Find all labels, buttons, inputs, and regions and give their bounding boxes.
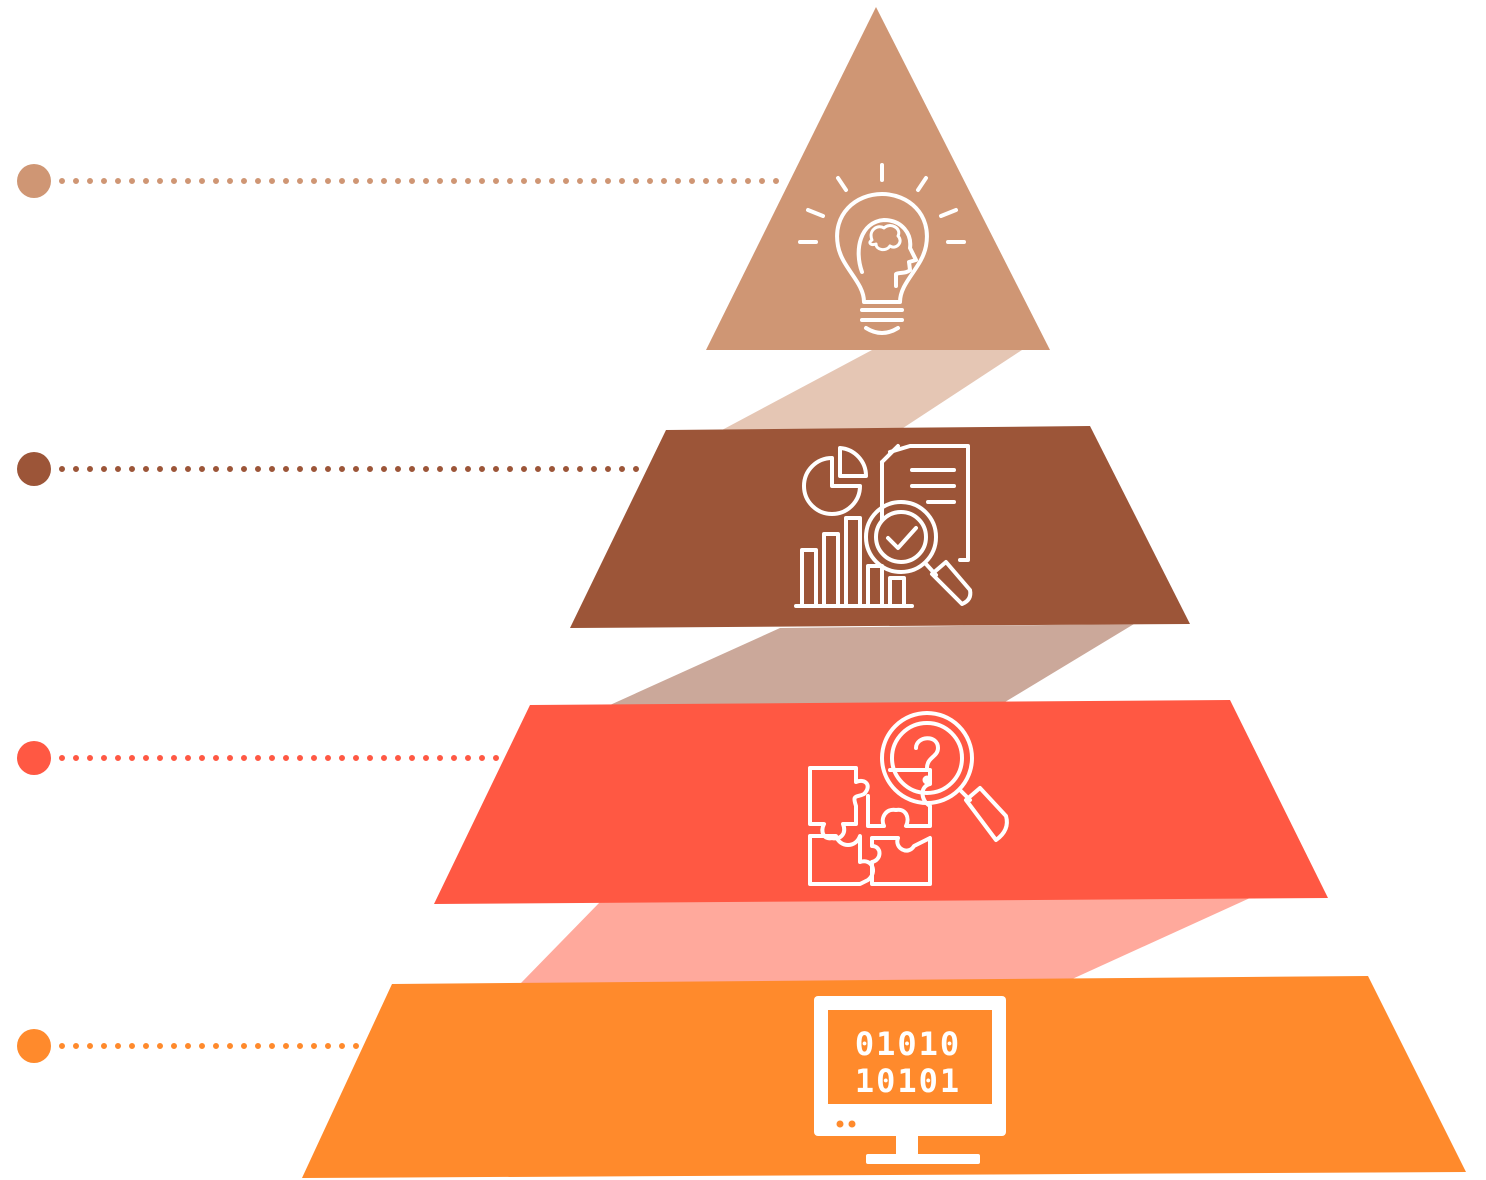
connector-2-3 bbox=[610, 624, 1134, 705]
connector-3-4 bbox=[520, 898, 1250, 984]
binary-monitor-icon: 01010 10101 bbox=[814, 996, 1006, 1164]
marker-dot-3 bbox=[17, 741, 51, 775]
lightbulb-brain-icon bbox=[798, 163, 966, 335]
puzzle-search-question-icon bbox=[808, 711, 1009, 886]
marker-dot-2 bbox=[17, 452, 51, 486]
pyramid-tier-1 bbox=[706, 7, 1050, 350]
marker-dot-1 bbox=[17, 164, 51, 198]
pyramid-tier-3 bbox=[434, 700, 1328, 904]
connector-1-2 bbox=[722, 350, 1022, 430]
binary-line-2: 10101 bbox=[855, 1062, 961, 1100]
binary-line-1: 01010 bbox=[855, 1025, 961, 1063]
data-analysis-report-icon bbox=[794, 444, 973, 608]
marker-dot-4 bbox=[17, 1029, 51, 1063]
